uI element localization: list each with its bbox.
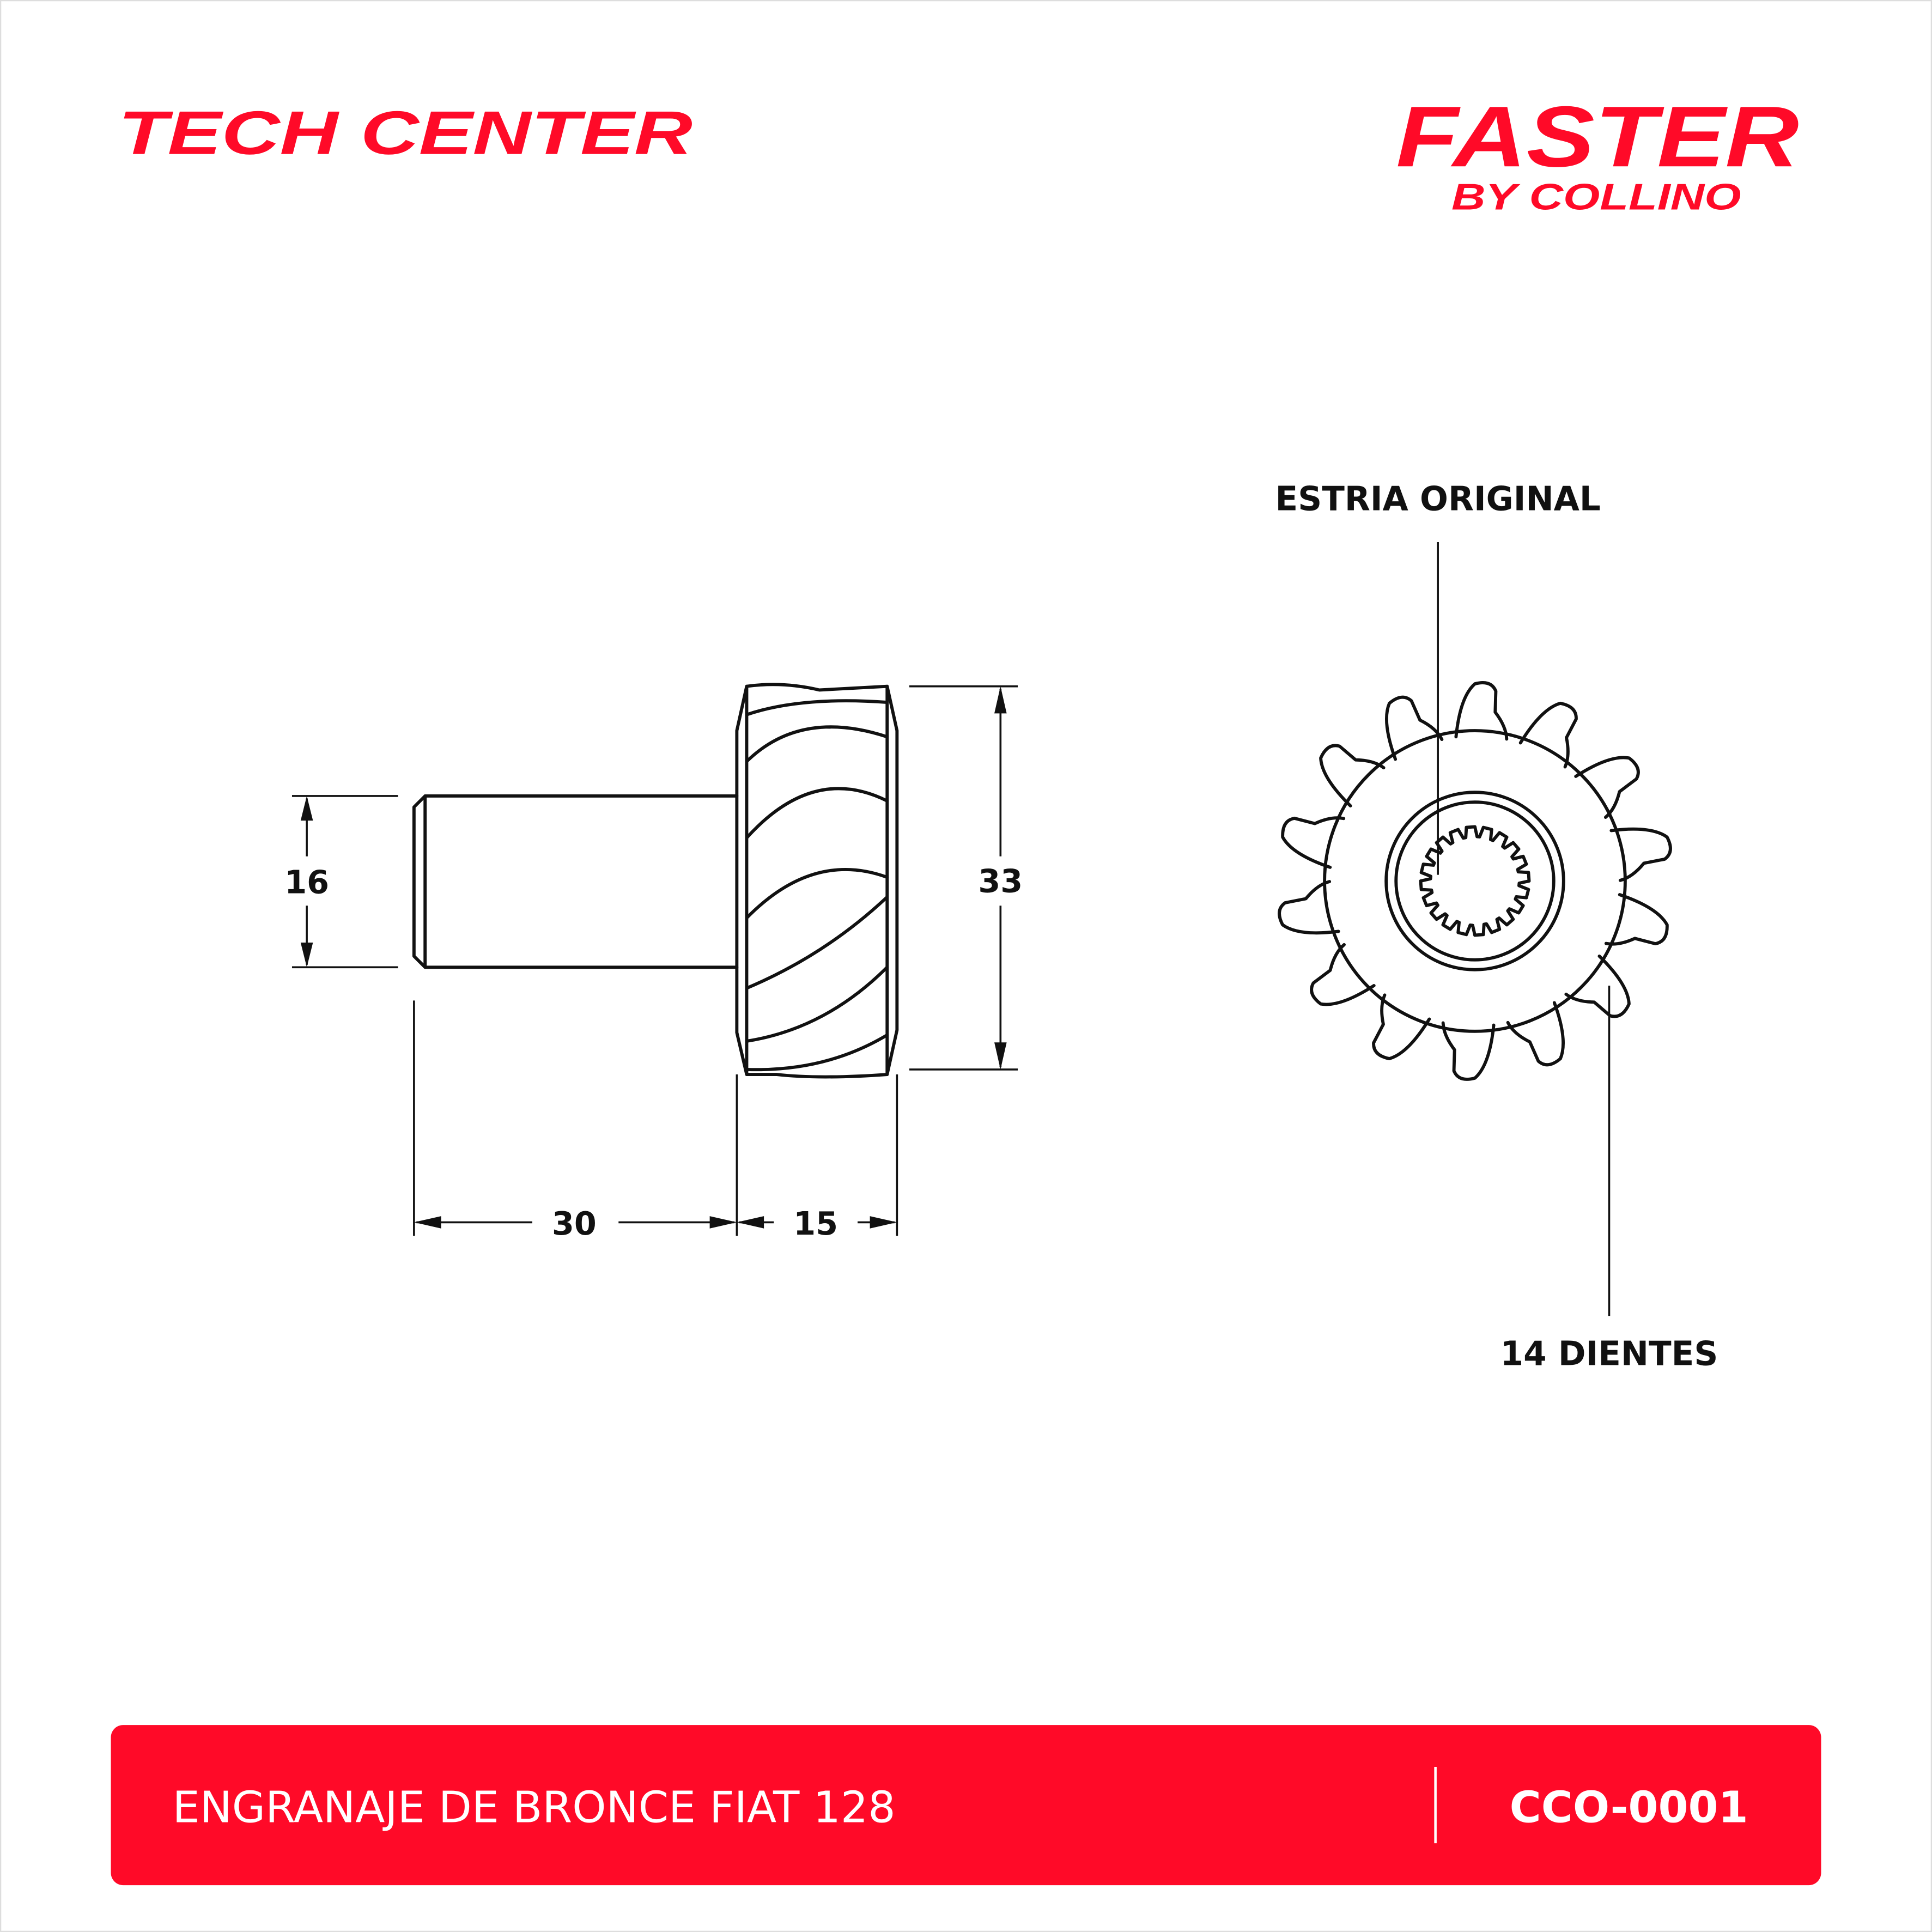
- hub-ring-inner: [1394, 800, 1556, 962]
- dimension-gear-diameter: 33: [909, 685, 1023, 1071]
- gear-tooth: [1441, 1021, 1496, 1081]
- dimension-lengths: 30 15: [413, 1000, 898, 1242]
- spline-profile: [1419, 825, 1531, 937]
- dimension-16-label: 16: [284, 864, 329, 901]
- tech-center-logo: TECH CENTER: [118, 99, 692, 167]
- shaft-outline: [412, 794, 739, 969]
- gear-tooth: [1564, 954, 1631, 1018]
- side-view: [412, 683, 899, 1079]
- tech-center-logo-text: TECH CENTER: [118, 99, 692, 167]
- gear-teeth: [1278, 681, 1672, 1081]
- gear-tooth: [1454, 681, 1509, 741]
- footer-bar: ENGRANAJE DE BRONCE FIAT 128 CCO-0001: [111, 1725, 1821, 1886]
- faster-logo-text: FASTER: [1396, 88, 1799, 185]
- gear-tooth: [1278, 880, 1340, 935]
- gear-tooth: [1372, 993, 1431, 1061]
- faster-logo: FASTER BY COLLINO: [1396, 88, 1799, 217]
- gear-tooth: [1319, 744, 1386, 807]
- callout-teeth: 14 DIENTES: [1500, 986, 1718, 1374]
- teeth-label: 14 DIENTES: [1500, 1335, 1718, 1374]
- gear-tooth: [1310, 943, 1376, 1006]
- gear-tooth: [1518, 701, 1578, 769]
- dimension-15-label: 15: [793, 1205, 838, 1242]
- gear-tooth: [1609, 827, 1672, 882]
- dimension-shaft-diameter: 16: [284, 795, 398, 969]
- gear-tooth: [1384, 695, 1444, 761]
- dimension-33-label: 33: [978, 862, 1023, 900]
- hub-ring-outer: [1384, 791, 1565, 971]
- dimension-30-label: 30: [552, 1205, 597, 1242]
- by-collino-text: BY COLLINO: [1451, 177, 1741, 217]
- spline-label: ESTRIA ORIGINAL: [1275, 479, 1601, 518]
- product-name: ENGRANAJE DE BRONCE FIAT 128: [173, 1783, 896, 1833]
- callout-spline: ESTRIA ORIGINAL: [1275, 479, 1601, 875]
- gear-tooth: [1604, 893, 1669, 946]
- front-view: [1278, 681, 1672, 1081]
- gear-outer-circle: [1323, 729, 1627, 1033]
- gear-tooth: [1574, 756, 1640, 819]
- gear-tooth: [1506, 1001, 1565, 1067]
- product-code: CCO-0001: [1510, 1783, 1748, 1833]
- gear-body: [735, 683, 899, 1079]
- helical-teeth-lines: [745, 699, 889, 1072]
- gear-tooth: [1281, 816, 1346, 869]
